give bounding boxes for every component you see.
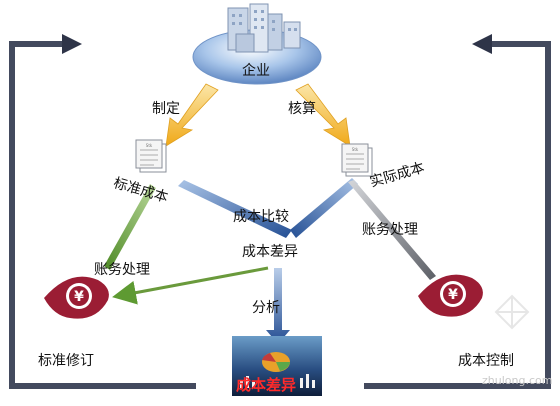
currency-right-symbol: ¥ [448,287,458,303]
cost-variance-picture [232,336,322,396]
currency-left-icon: ¥ [44,276,109,319]
currency-left-symbol: ¥ [74,289,84,305]
cost-control-label: 成本控制 [458,353,514,369]
watermark-text: zhulong.com [482,374,553,387]
currency-right-icon: ¥ [418,274,483,317]
actual-cost-doc-icon: Stk [341,143,373,177]
enterprise-label: 企业 [242,63,270,79]
enterprise-globe-icon [192,3,322,85]
right-to-compare-line [290,178,358,238]
actual-to-currency-line [348,180,436,280]
doc-label-left: Stk [146,143,153,148]
left-to-compare-line [178,180,292,238]
accounting-right-label: 账务处理 [362,222,418,238]
standard-revision-label: 标准修订 [38,353,94,369]
variance-to-currency-arrow [112,266,269,305]
analysis-arrow [266,268,290,344]
frame-left [9,34,196,389]
formulate-label: 制定 [152,101,180,117]
standard-to-currency-line [104,184,156,270]
frame-left-arrowhead [62,34,82,54]
calculate-label: 核算 [288,101,316,117]
cost-variance-label: 成本差异 [242,244,298,260]
frame-right [364,34,551,389]
standard-cost-doc-icon: Stk [135,139,167,173]
watermark-logo [494,294,530,330]
cost-compare-label: 成本比较 [233,209,289,225]
accounting-left-label: 账务处理 [94,262,150,278]
calculate-arrow [295,83,351,147]
variance-picture-caption: 成本差异 [236,376,297,394]
frame-right-arrowhead [472,34,492,54]
doc-label-right: Stk [352,147,359,152]
formulate-arrow [165,83,219,147]
analysis-label: 分析 [252,300,280,316]
